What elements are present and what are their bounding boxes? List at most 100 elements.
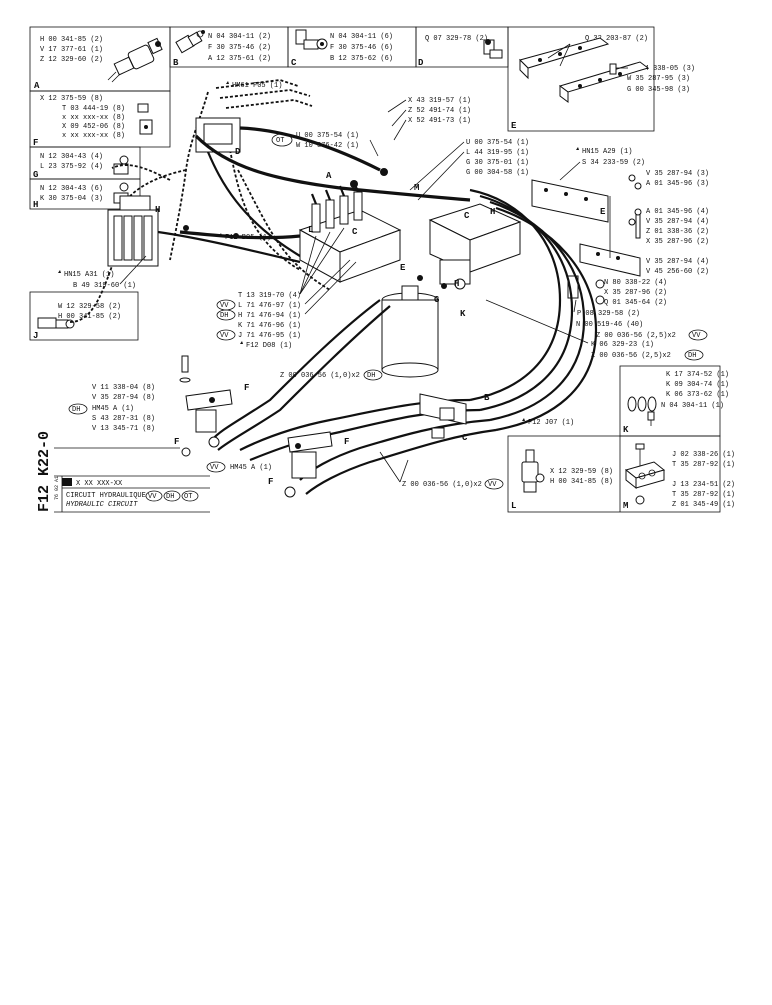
callout-f12-d08: F12 D08 (1) bbox=[246, 342, 292, 350]
callout-x52-73: X 52 491-73 (1) bbox=[408, 117, 471, 125]
part-number-box: X XX XXX-XX bbox=[76, 480, 123, 488]
inset-a-item-3: Z 12 329-60 (2) bbox=[40, 56, 103, 64]
inset-f: X 12 375-59 (8) T 03 444-19 (8) x xx xxx… bbox=[33, 95, 153, 148]
inset-k-item-1: K 17 374-52 (1) bbox=[666, 371, 729, 379]
callout-hn15-a31: HN15 A31 (1) bbox=[64, 271, 114, 279]
callout-l44: L 44 319-95 (1) bbox=[466, 149, 529, 157]
ref-letter-h-lower: H bbox=[454, 279, 459, 289]
callout-k71: K 71 476-96 (1) bbox=[238, 322, 301, 330]
badge-ot-top: OT bbox=[271, 133, 293, 147]
inset-e-item-1: Q 32 203-87 (2) bbox=[585, 35, 648, 43]
callout-w10: W 10 376-42 (1) bbox=[296, 142, 359, 150]
callout-s34: S 34 233-59 (2) bbox=[582, 159, 645, 167]
inset-m-item-2: T 35 287-92 (1) bbox=[672, 461, 735, 469]
callout-u00-center: U 00 375-54 (1) bbox=[466, 139, 529, 147]
badge-vv-j71: VV bbox=[216, 329, 236, 341]
inset-f-fitting-drawing bbox=[137, 103, 153, 135]
ref-letter-g-main: G bbox=[434, 295, 439, 305]
inset-b-item-1: N 04 304-11 (2) bbox=[208, 33, 271, 41]
callout-s43: S 43 287-31 (8) bbox=[92, 415, 155, 423]
callout-p08: P 08 329-58 (2) bbox=[577, 310, 640, 318]
badge-dh-hm45: DH bbox=[68, 403, 88, 415]
inset-a: H 00 341-85 (2) V 17 377-61 (1) Z 12 329… bbox=[34, 36, 163, 91]
inset-m-item-5: Z 01 345-49 (1) bbox=[672, 501, 735, 509]
inset-d-item-1: Q 07 329-78 (2) bbox=[425, 35, 488, 43]
ref-letter-f-lower-1: F bbox=[244, 383, 249, 393]
inset-m-item-3: J 13 234-51 (2) bbox=[672, 481, 735, 489]
inset-g: N 12 304-43 (4) L 23 375-92 (4) G bbox=[33, 153, 129, 180]
central-valve-bank bbox=[298, 181, 402, 283]
callout-v13: V 13 345-71 (8) bbox=[92, 425, 155, 433]
callout-z01: Z 01 338-36 (2) bbox=[646, 228, 709, 236]
inset-m-item-4: T 35 287-92 (1) bbox=[672, 491, 735, 499]
reference-code: F12 K22-0 bbox=[36, 431, 53, 512]
badge-dh-z00: DH bbox=[684, 349, 704, 361]
ref-letter-f-lower-4: F bbox=[268, 477, 273, 487]
callout-labels: HM61 F05 (1) X 43 319-57 (1) Z 52 491-74… bbox=[58, 81, 709, 490]
inset-e-letter: E bbox=[511, 121, 517, 131]
inset-a-item-1: H 00 341-85 (2) bbox=[40, 36, 103, 44]
svg-text:VV: VV bbox=[220, 302, 229, 310]
callout-z00-dh-left: Z 00 036-56 (1,0)x2 bbox=[280, 372, 360, 380]
callout-n80: N 80 338-22 (4) bbox=[604, 279, 667, 287]
callout-u00-mid: U 00 375-54 (1) bbox=[296, 132, 359, 140]
inset-k-item-2: K 09 304-74 (1) bbox=[666, 381, 729, 389]
inset-j-item-1: W 12 329-58 (2) bbox=[58, 303, 121, 311]
callout-v45: V 45 256-60 (2) bbox=[646, 268, 709, 276]
badge-vv-hm45: VV bbox=[206, 461, 226, 473]
inset-k-item-3: K 06 373-62 (1) bbox=[666, 391, 729, 399]
callout-x35-b: X 35 287-96 (2) bbox=[604, 289, 667, 297]
inset-b-letter: B bbox=[173, 58, 179, 68]
svg-text:DH: DH bbox=[166, 493, 174, 501]
callout-f12-b05: F12 B05 (1) bbox=[225, 234, 271, 242]
title-english: HYDRAULIC CIRCUIT bbox=[66, 501, 138, 509]
inset-e-frame bbox=[507, 26, 655, 132]
callout-hn15-a29: HN15 A29 (1) bbox=[582, 148, 632, 156]
svg-text:VV: VV bbox=[210, 464, 219, 472]
title-block: F12 K22-0 76 02 A1 X XX XXX-XX CIRCUIT H… bbox=[36, 431, 210, 513]
title-french: CIRCUIT HYDRAULIQUE bbox=[66, 492, 146, 500]
inset-l-item-1: X 12 329-59 (8) bbox=[550, 468, 613, 476]
inset-m-item-1: J 02 338-26 (1) bbox=[672, 451, 735, 459]
callout-j71: J 71 476-95 (1) bbox=[238, 332, 301, 340]
inset-j-item-2: H 00 341-85 (2) bbox=[58, 313, 121, 321]
callout-x35-a: X 35 287-96 (2) bbox=[646, 238, 709, 246]
ref-letter-f-lower-2: F bbox=[174, 437, 179, 447]
callout-z52-74: Z 52 491-74 (1) bbox=[408, 107, 471, 115]
reference-letters: A D M C H H H E G K L C F F F F B C E bbox=[155, 147, 606, 487]
ref-letter-k-main: K bbox=[460, 309, 466, 319]
inset-frames bbox=[29, 26, 721, 513]
inset-c-item-1: N 04 304-11 (6) bbox=[330, 33, 393, 41]
inset-a-letter: A bbox=[34, 81, 40, 91]
callout-v35-lower: V 35 287-94 (8) bbox=[92, 394, 155, 402]
ref-letter-c-main: C bbox=[464, 211, 470, 221]
svg-text:DH: DH bbox=[220, 312, 228, 320]
callout-v35-a: V 35 287-94 (3) bbox=[646, 170, 709, 178]
lower-valve-block-vv bbox=[284, 431, 333, 498]
inset-h-item-1: N 12 304-43 (6) bbox=[40, 185, 103, 193]
valve-block-b-c bbox=[419, 393, 467, 439]
inset-b-item-2: F 30 375-46 (2) bbox=[208, 44, 271, 52]
inset-d-letter: D bbox=[418, 58, 424, 68]
svg-text:VV: VV bbox=[148, 493, 157, 501]
inset-f-item-3: x xx xxx-xx (8) bbox=[62, 114, 125, 122]
svg-text:DH: DH bbox=[367, 372, 375, 380]
valve-block-left bbox=[107, 195, 159, 267]
inset-h: N 12 304-43 (6) K 30 375-04 (3) H bbox=[33, 182, 129, 210]
callout-z00-bottom: Z 00 036-56 (1,0)x2 bbox=[402, 481, 482, 489]
callout-a01-b: A 01 345-96 (4) bbox=[646, 208, 709, 216]
ref-letter-d-main: D bbox=[235, 147, 241, 157]
inset-f-item-1: X 12 375-59 (8) bbox=[40, 95, 103, 103]
bolt-v11-drawing bbox=[179, 355, 191, 383]
svg-text:DH: DH bbox=[688, 352, 696, 360]
inset-f-item-4: X 09 452-06 (8) bbox=[62, 123, 125, 131]
inset-l-letter: L bbox=[511, 501, 516, 511]
callout-v11: V 11 338-04 (8) bbox=[92, 384, 155, 392]
badge-vv-z00: VV bbox=[688, 329, 708, 341]
inset-m-letter: M bbox=[623, 501, 628, 511]
callout-g00: G 00 304-58 (1) bbox=[466, 169, 529, 177]
ref-letter-c-lower: C bbox=[462, 433, 468, 443]
inset-f-item-2: T 03 444-19 (8) bbox=[62, 105, 125, 113]
inset-k-letter: K bbox=[623, 425, 629, 435]
svg-text:VV: VV bbox=[220, 332, 229, 340]
